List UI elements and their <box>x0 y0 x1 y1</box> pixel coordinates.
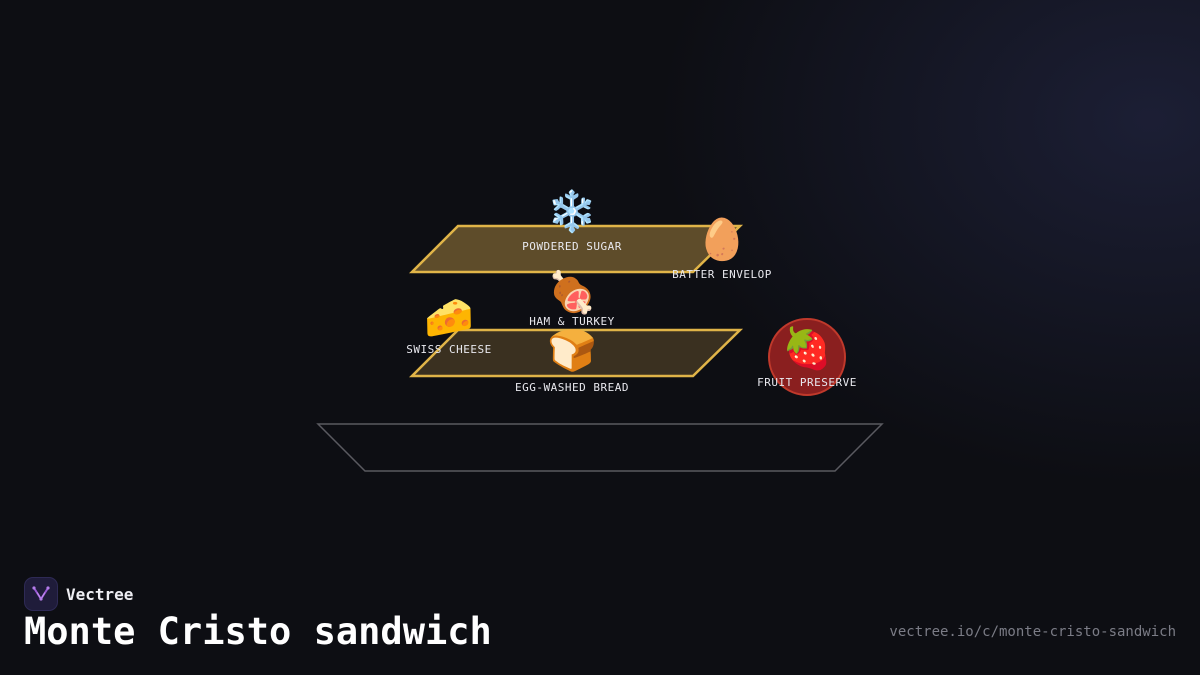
strawberry-icon: 🍓 <box>782 326 832 372</box>
node-label-swiss-cheese: SWISS CHEESE <box>406 343 492 356</box>
page-url[interactable]: vectree.io/c/monte-cristo-sandwich <box>889 624 1176 640</box>
brand: Vectree <box>24 577 133 611</box>
bottom-layer <box>408 328 744 378</box>
egg-icon: 🥚 <box>697 217 747 263</box>
snowflake-icon: ❄️ <box>547 189 597 235</box>
vectree-logo-icon <box>24 577 58 611</box>
node-label-powdered-sugar: POWDERED SUGAR <box>522 240 622 253</box>
cheese-icon: 🧀 <box>424 295 474 341</box>
brand-name: Vectree <box>66 584 134 604</box>
plate-outline <box>316 423 884 472</box>
node-label-fruit-preserve: FRUIT PRESERVE <box>757 376 857 389</box>
node-label-ham-turkey: HAM & TURKEY <box>529 315 615 328</box>
node-label-egg-washed-bread: EGG-WASHED BREAD <box>515 381 629 394</box>
node-label-batter-envelop: BATTER ENVELOP <box>672 268 772 281</box>
bread-icon: 🍞 <box>547 328 597 374</box>
page-title: Monte Cristo sandwich <box>24 610 492 653</box>
fruit-preserve-highlight <box>768 318 846 396</box>
meat-icon: 🍖 <box>547 270 597 316</box>
top-layer <box>408 224 744 274</box>
